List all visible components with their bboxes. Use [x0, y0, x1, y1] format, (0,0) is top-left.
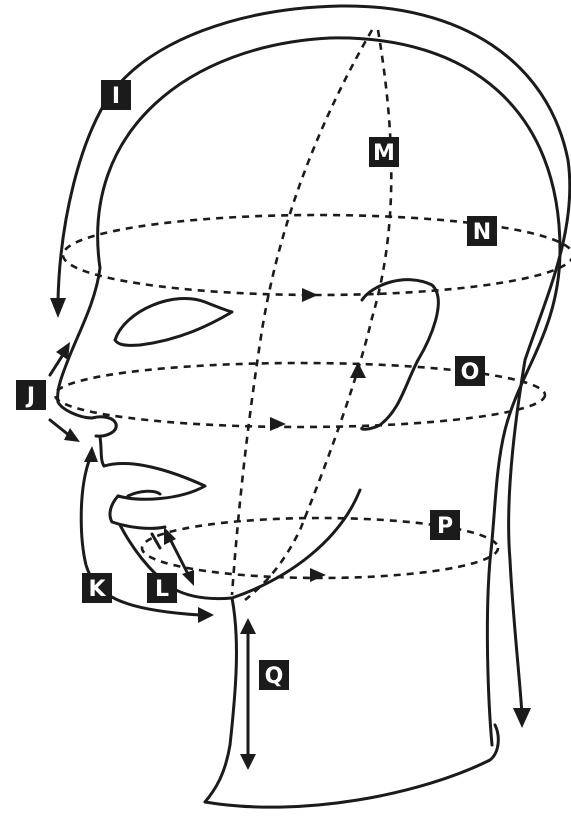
marker-o	[270, 417, 286, 431]
svg-text:I: I	[112, 84, 120, 109]
arrows	[50, 6, 570, 770]
marker-m	[350, 362, 366, 378]
arrow-j-down	[50, 420, 70, 436]
arrow-i-head	[50, 298, 66, 318]
svg-text:O: O	[461, 360, 480, 385]
label-q: Q	[259, 660, 289, 690]
arrow-q-head-up	[240, 618, 256, 634]
label-n: N	[467, 216, 497, 246]
eye	[115, 298, 232, 345]
svg-text:Q: Q	[265, 664, 284, 689]
arrow-back-head	[513, 708, 531, 728]
marker-p	[310, 568, 326, 582]
svg-text:M: M	[373, 141, 395, 166]
arrow-l-head-down	[182, 570, 194, 586]
svg-text:K: K	[88, 577, 106, 602]
label-l: L	[147, 573, 177, 603]
label-m: M	[369, 137, 399, 167]
label-j: J	[16, 380, 46, 410]
guide-m-line	[245, 30, 391, 600]
ear	[362, 280, 439, 430]
label-k: K	[82, 573, 112, 603]
svg-text:N: N	[473, 220, 491, 245]
label-i: I	[101, 80, 131, 110]
arrow-l-path	[168, 535, 190, 578]
arrow-i-path	[110, 6, 570, 715]
marker-n	[302, 288, 318, 302]
label-o: O	[455, 356, 485, 386]
arrow-k-head-up	[84, 446, 98, 462]
svg-text:P: P	[437, 514, 453, 539]
svg-text:L: L	[155, 577, 169, 602]
arrow-q-head-down	[240, 754, 256, 770]
svg-text:J: J	[25, 384, 35, 409]
head-outline	[58, 38, 560, 807]
arrow-k-head-right	[198, 607, 214, 623]
label-p: P	[430, 510, 460, 540]
